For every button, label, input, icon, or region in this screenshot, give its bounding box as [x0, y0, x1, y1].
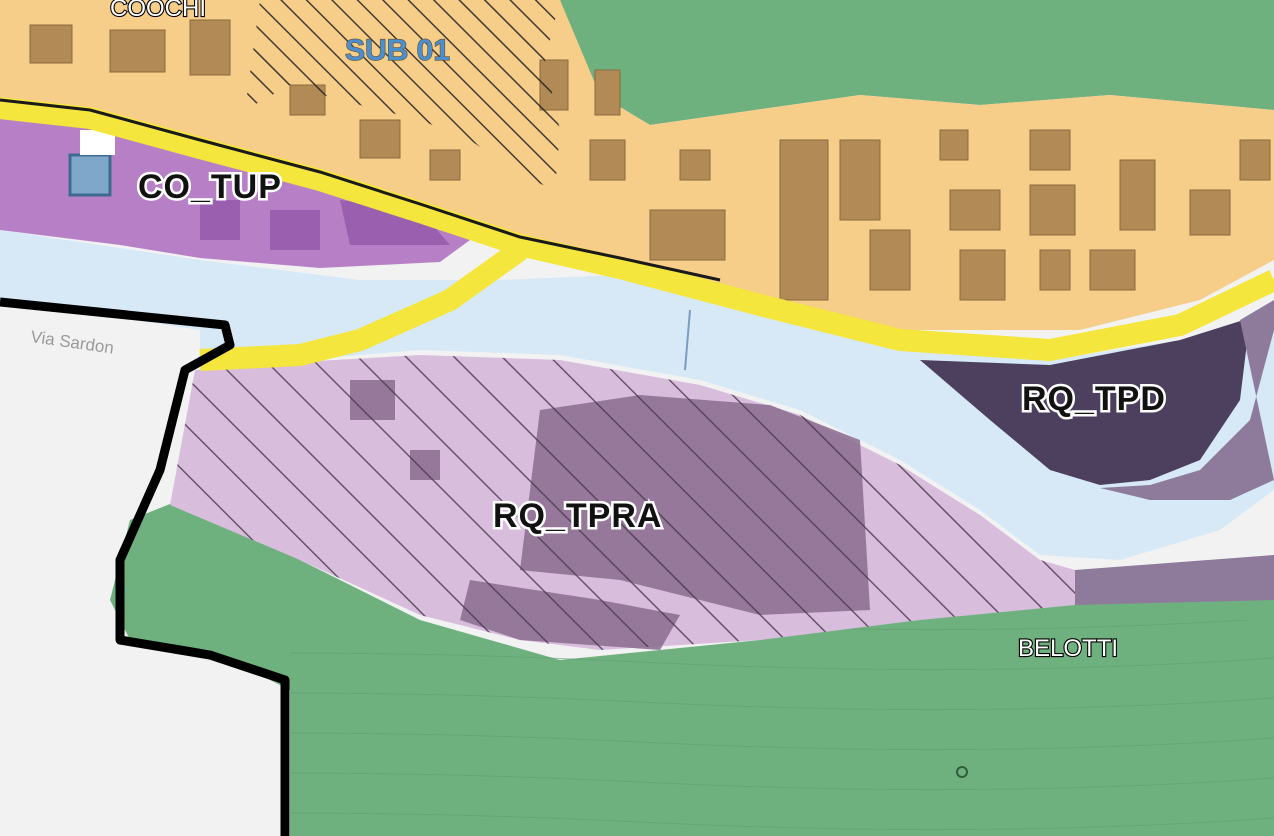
place-label-belotti: BELOTTI [1018, 635, 1118, 662]
rq-tpra-hatch [170, 355, 1075, 650]
green-area-north [520, 0, 1274, 125]
place-label-top-cut: COOCHI [110, 0, 206, 22]
main-road [0, 97, 1274, 361]
zone-rq-tpd-area [920, 318, 1250, 485]
zone-label-rq-tpd: RQ_TPD [1022, 380, 1166, 418]
road-edge-line [0, 98, 721, 282]
survey-point [956, 766, 968, 778]
buildings [29, 19, 1271, 301]
co-tup-buildings [68, 130, 450, 250]
zone-label-co-tup: CO_TUP [138, 168, 282, 206]
secondary-road [199, 241, 527, 371]
zone-label-rq-tpra: RQ_TPRA [493, 497, 662, 535]
stream-line [684, 309, 691, 371]
municipal-boundary [0, 297, 290, 836]
rq-tpra-lower-strip [1075, 555, 1274, 605]
rq-tpd-margin [1100, 300, 1274, 500]
river [0, 230, 1274, 560]
sub-01-area [245, 0, 560, 190]
sub-zone-label: SUB 01 [345, 34, 450, 67]
contour-lines [290, 620, 1274, 836]
